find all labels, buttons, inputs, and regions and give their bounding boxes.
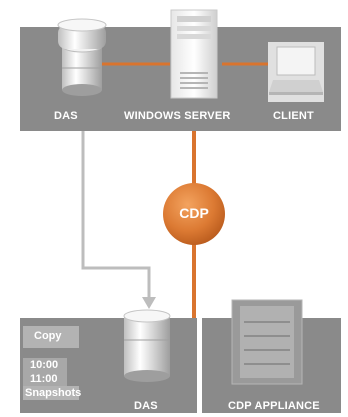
time-box-1	[23, 358, 67, 372]
cdp-label: CDP	[179, 205, 209, 221]
time-label-1: 10:00	[30, 359, 59, 371]
bottom-das-icon	[123, 309, 171, 382]
cdp-appliance-icon	[231, 299, 303, 385]
snapshots-label: Snapshots	[25, 387, 82, 399]
top-das-label: DAS	[54, 110, 78, 122]
top-das-icon	[57, 18, 107, 96]
bottom-das-label: DAS	[134, 400, 158, 412]
time-label-2: 11:00	[30, 373, 58, 385]
cdp-orb	[163, 183, 225, 245]
time-box-2	[23, 372, 67, 386]
bottom-divider	[197, 318, 202, 413]
copy-tab	[23, 326, 79, 348]
replication-arrowhead	[142, 297, 156, 309]
appliance-label: CDP APPLIANCE	[228, 400, 320, 412]
replication-arrow	[81, 131, 151, 300]
snapshots-box	[23, 386, 79, 400]
client-label: CLIENT	[273, 110, 314, 122]
client-laptop-icon	[268, 42, 324, 102]
copy-label: Copy	[34, 330, 62, 342]
server-label: WINDOWS SERVER	[124, 110, 231, 122]
server-tower-icon	[170, 9, 218, 99]
